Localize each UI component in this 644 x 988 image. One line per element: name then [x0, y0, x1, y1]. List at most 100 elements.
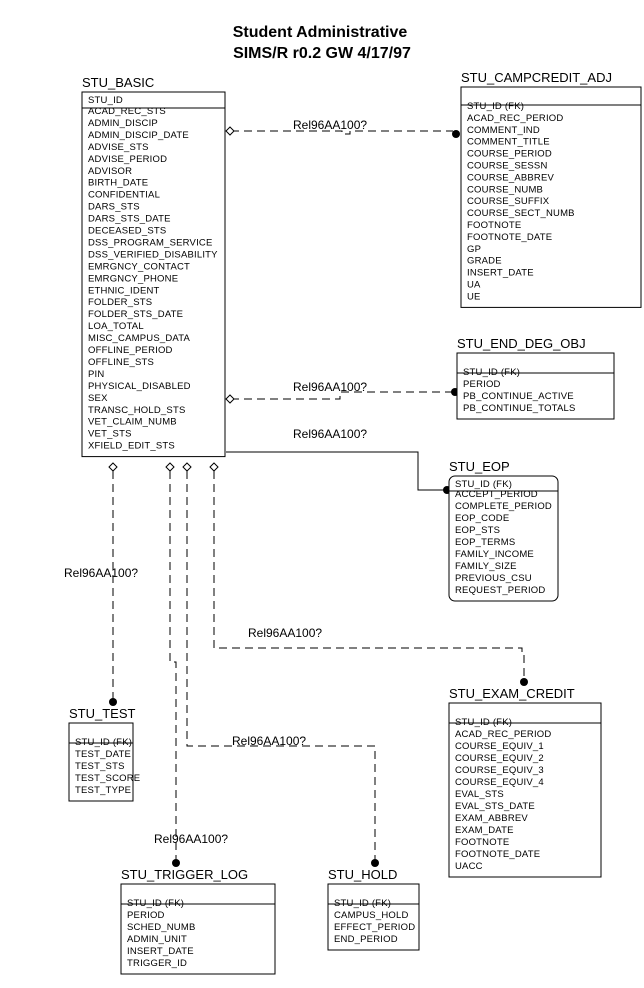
attribute: COURSE_NUMB [467, 184, 543, 195]
attribute: ADMIN_DISCIP [88, 118, 158, 129]
attribute: BIRTH_DATE [88, 178, 148, 189]
entity-stu-hold: STU_HOLD STU_ID (FK)CAMPUS_HOLDEFFECT_PER… [327, 867, 420, 951]
rel-label: Rel96AA100? [248, 626, 322, 640]
rel-line-end-deg-obj [231, 391, 453, 400]
rel-label: Rel96AA100? [232, 734, 306, 748]
attribute: COURSE_SUFFIX [467, 196, 550, 207]
attribute: STU_ID (FK) [334, 898, 391, 909]
attribute: OFFLINE_PERIOD [88, 345, 173, 356]
attribute: CONFIDENTIAL [88, 190, 160, 201]
attribute: COMMENT_TITLE [467, 137, 550, 148]
attribute: FOOTNOTE_DATE [455, 849, 540, 860]
rel-line-campcredit [231, 130, 453, 135]
attribute: DARS_STS [88, 202, 140, 213]
relationship-lines [112, 130, 525, 860]
attribute: FAMILY_INCOME [455, 549, 534, 560]
attribute: SCHED_NUMB [127, 922, 196, 933]
attribute: UA [467, 280, 481, 291]
rel-line-exam-credit [213, 471, 525, 682]
entity-name: STU_EOP [449, 459, 510, 474]
attribute: GRADE [467, 256, 502, 267]
entity-name: STU_HOLD [328, 867, 397, 882]
entity-name: STU_BASIC [82, 75, 154, 90]
attribute: PHYSICAL_DISABLED [88, 381, 191, 392]
attribute: TEST_SCORE [75, 773, 140, 784]
entity-box [456, 352, 615, 420]
dot-marker [520, 678, 528, 686]
attribute: LOA_TOTAL [88, 321, 144, 332]
attribute: ADMIN_DISCIP_DATE [88, 130, 189, 141]
entity-box [120, 883, 276, 975]
attribute: EOP_CODE [455, 513, 509, 524]
attribute: ADVISOR [88, 166, 132, 177]
attribute: CAMPUS_HOLD [334, 910, 409, 921]
attribute: EMRGNCY_CONTACT [88, 261, 190, 272]
entity-box [460, 86, 642, 308]
entity-name: STU_CAMPCREDIT_ADJ [461, 70, 612, 85]
rel-line-trigger-log [169, 471, 177, 860]
attribute: TEST_STS [75, 761, 125, 772]
rel-label: Rel96AA100? [154, 832, 228, 846]
key-attribute: STU_ID (FK) [455, 479, 512, 490]
attribute: EMRGNCY_PHONE [88, 273, 178, 284]
attribute: OFFLINE_STS [88, 357, 154, 368]
diagram-title-line1: Student Administrative [233, 24, 408, 41]
entity-box [448, 475, 559, 602]
attribute: STU_ID (FK) [463, 367, 520, 378]
attribute: PREVIOUS_CSU [455, 573, 532, 584]
attribute: STU_ID (FK) [127, 898, 184, 909]
attribute: COURSE_EQUIV_1 [455, 741, 544, 752]
entity-name: STU_END_DEG_OBJ [457, 336, 586, 351]
attribute: END_PERIOD [334, 934, 398, 945]
rel-label: Rel96AA100? [64, 566, 138, 580]
attribute: FOLDER_STS_DATE [88, 309, 183, 320]
entity-box [68, 722, 134, 802]
attribute: ACAD_REC_PERIOD [467, 113, 563, 124]
attribute: DARS_STS_DATE [88, 214, 171, 225]
attribute: EXAM_ABBREV [455, 813, 528, 824]
entity-name: STU_TEST [69, 706, 136, 721]
attribute: UACC [455, 861, 483, 872]
diamond-marker [209, 462, 219, 472]
entity-box [327, 883, 420, 951]
entity-name: STU_EXAM_CREDIT [449, 686, 575, 701]
attribute: TRIGGER_ID [127, 958, 187, 969]
diamond-marker [225, 394, 235, 404]
attribute: FOOTNOTE [455, 837, 509, 848]
diamond-marker [225, 126, 235, 136]
attribute: EFFECT_PERIOD [334, 922, 415, 933]
attribute: COURSE_EQUIV_2 [455, 753, 544, 764]
attribute: ADMIN_UNIT [127, 934, 187, 945]
attribute: SEX [88, 393, 108, 404]
attribute: DSS_PROGRAM_SERVICE [88, 237, 213, 248]
attribute: EOP_TERMS [455, 537, 515, 548]
rel-line-eop [226, 451, 447, 491]
attribute: TRANSC_HOLD_STS [88, 405, 186, 416]
attribute: PB_CONTINUE_TOTALS [463, 403, 576, 414]
attribute: EVAL_STS [455, 789, 504, 800]
attribute: COURSE_SESSN [467, 161, 548, 172]
attribute: COMPLETE_PERIOD [455, 501, 552, 512]
diamond-marker [182, 462, 192, 472]
attribute: FOOTNOTE [467, 220, 521, 231]
attribute: DSS_VERIFIED_DISABILITY [88, 249, 218, 260]
attribute: ACAD_REC_STS [88, 106, 166, 117]
attribute: TEST_TYPE [75, 785, 131, 796]
attribute: VET_CLAIM_NUMB [88, 417, 177, 428]
attribute: PIN [88, 369, 104, 380]
attribute: ACCEPT_PERIOD [455, 489, 538, 500]
attribute: ETHNIC_IDENT [88, 285, 160, 296]
attribute: TEST_DATE [75, 749, 131, 760]
dot-marker [371, 859, 379, 867]
attribute: XFIELD_EDIT_STS [88, 441, 175, 452]
dot-marker [109, 698, 117, 706]
key-attribute: STU_ID [88, 95, 123, 106]
attribute: EVAL_STS_DATE [455, 801, 535, 812]
attribute: COURSE_SECT_NUMB [467, 208, 575, 219]
diamond-marker [108, 462, 118, 472]
